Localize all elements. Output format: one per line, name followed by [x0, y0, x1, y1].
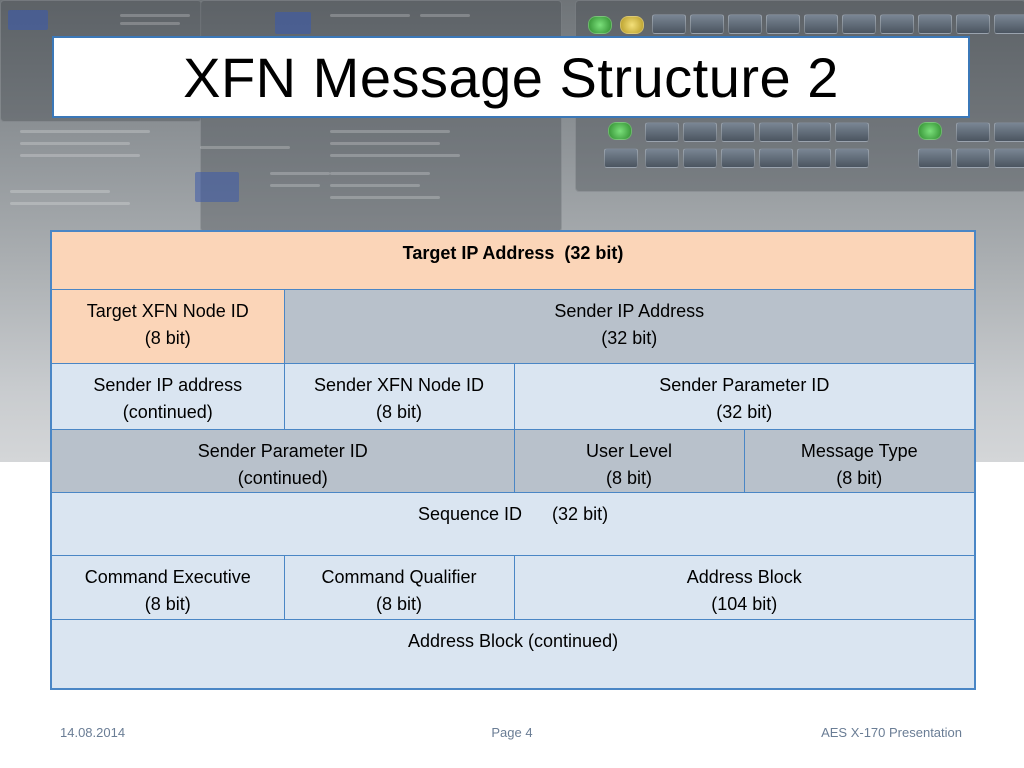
field-label: Message Type	[800, 440, 918, 461]
field-size: (8 bit)	[605, 467, 652, 488]
field-label: User Level	[585, 440, 673, 461]
field-address-block: Address Block (104 bit)	[513, 554, 976, 620]
field-size: (32 bit)	[716, 401, 773, 422]
field-label: Target IP Address (32 bit)	[402, 243, 624, 263]
field-sender-parameter-id-continued: Sender Parameter ID (continued)	[50, 428, 515, 493]
message-structure-table: Target IP Address (32 bit) Target XFN No…	[50, 230, 977, 690]
field-sender-parameter-id: Sender Parameter ID (32 bit)	[513, 362, 976, 430]
slide-title: XFN Message Structure 2	[183, 45, 839, 109]
field-size: (8 bit)	[375, 401, 422, 422]
field-label: Sender XFN Node ID	[313, 374, 485, 395]
field-size: (continued)	[237, 467, 328, 488]
field-address-block-continued: Address Block (continued)	[50, 618, 976, 690]
field-label: Sequence ID (32 bit)	[417, 503, 609, 524]
field-label: Target XFN Node ID	[86, 300, 249, 321]
field-size: (104 bit)	[711, 593, 778, 614]
table-row: Command Executive (8 bit) Command Qualif…	[50, 554, 976, 620]
field-label: Address Block (continued)	[407, 630, 619, 651]
field-target-xfn-node-id: Target XFN Node ID (8 bit)	[50, 288, 285, 364]
field-command-executive: Command Executive (8 bit)	[50, 554, 285, 620]
field-size: (8 bit)	[144, 327, 191, 348]
table-row: Sequence ID (32 bit)	[50, 491, 976, 556]
field-message-type: Message Type (8 bit)	[743, 428, 976, 493]
field-sender-xfn-node-id: Sender XFN Node ID (8 bit)	[283, 362, 515, 430]
field-size: (32 bit)	[601, 327, 658, 348]
table-row: Sender IP address (continued) Sender XFN…	[50, 362, 976, 430]
footer-page-number: Page 4	[491, 725, 533, 740]
field-command-qualifier: Command Qualifier (8 bit)	[283, 554, 515, 620]
footer-presentation-name: AES X-170 Presentation	[821, 725, 962, 740]
field-size: (continued)	[122, 401, 213, 422]
field-label: Command Qualifier	[321, 566, 477, 587]
field-size: (8 bit)	[375, 593, 422, 614]
field-label: Sender IP Address	[554, 300, 705, 321]
table-row: Address Block (continued)	[50, 618, 976, 690]
field-sender-ip-address-continued: Sender IP address (continued)	[50, 362, 285, 430]
field-label: Sender Parameter ID	[197, 440, 368, 461]
table-row: Target IP Address (32 bit)	[50, 230, 976, 290]
field-target-ip-address: Target IP Address (32 bit)	[50, 230, 976, 290]
field-size: (8 bit)	[836, 467, 883, 488]
field-label: Sender IP address	[93, 374, 243, 395]
field-sender-ip-address: Sender IP Address (32 bit)	[283, 288, 976, 364]
field-label: Sender Parameter ID	[659, 374, 830, 395]
field-sequence-id: Sequence ID (32 bit)	[50, 491, 976, 556]
field-label: Command Executive	[84, 566, 251, 587]
field-user-level: User Level (8 bit)	[513, 428, 745, 493]
table-row: Sender Parameter ID (continued) User Lev…	[50, 428, 976, 493]
field-label: Address Block	[686, 566, 802, 587]
field-size: (8 bit)	[144, 593, 191, 614]
table-row: Target XFN Node ID (8 bit) Sender IP Add…	[50, 288, 976, 364]
title-box: XFN Message Structure 2	[52, 36, 970, 118]
footer-date: 14.08.2014	[60, 725, 126, 740]
